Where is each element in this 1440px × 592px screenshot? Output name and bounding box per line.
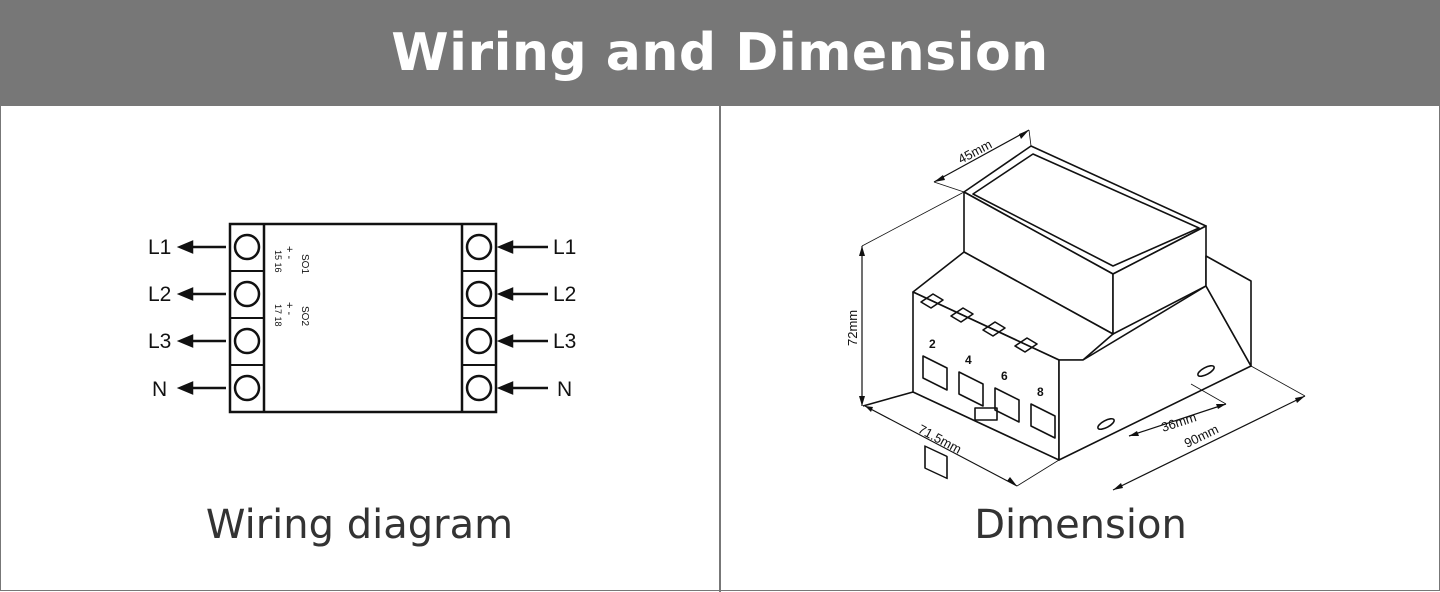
pulse-output-pins: 17 18 xyxy=(273,304,283,327)
wiring-caption: Wiring diagram xyxy=(205,502,514,548)
dimension-caption: Dimension xyxy=(974,502,1187,548)
page-title: Wiring and Dimension xyxy=(391,23,1049,83)
dimension-arrowheads xyxy=(859,130,1305,490)
terminal-opening xyxy=(924,445,948,480)
terminal-opening xyxy=(1030,403,1056,439)
svg-text:+ -: + - xyxy=(283,302,295,315)
clip xyxy=(982,321,1006,337)
right-terminal-label: L1 xyxy=(553,236,576,259)
left-terminal-label: L1 xyxy=(148,236,171,259)
right-arrows xyxy=(496,240,548,395)
svg-text:+ -: + - xyxy=(283,246,295,259)
panel-divider xyxy=(719,106,721,592)
clip xyxy=(920,293,944,309)
terminal-screw xyxy=(233,280,261,308)
terminal-number: 2 xyxy=(929,337,936,351)
meter-body xyxy=(228,222,498,414)
right-terminal-label: N xyxy=(557,378,572,401)
terminal-opening xyxy=(958,371,984,407)
terminal-number: 4 xyxy=(965,353,972,367)
terminal-number: 8 xyxy=(1037,385,1044,399)
terminal-screw xyxy=(465,233,493,261)
dimension-width-label: 45mm xyxy=(955,136,994,166)
pulse-output-pins: 15 16 xyxy=(273,250,283,273)
terminal-screw xyxy=(233,233,261,261)
dimension-panel: 2 4 6 8 xyxy=(721,106,1440,592)
pulse-output-name: SO2 xyxy=(299,306,310,326)
right-terminal-label: L3 xyxy=(553,330,576,353)
dimension-height-label: 72mm xyxy=(845,310,860,346)
bottom-tab xyxy=(974,407,998,421)
terminal-screw xyxy=(233,327,261,355)
top-cover-inner xyxy=(972,153,1200,267)
clip xyxy=(950,307,974,323)
pulse-output-name: SO1 xyxy=(299,254,310,274)
wiring-panel: L1 L2 L3 N L1 L2 L3 N SO1 + - 15 16 SO2 … xyxy=(0,106,719,592)
terminal-screw xyxy=(465,327,493,355)
terminal-number: 6 xyxy=(1001,369,1008,383)
pulse-output-so2: SO2 + - 17 18 xyxy=(273,302,310,327)
pulse-output-so1: SO1 + - 15 16 xyxy=(273,246,310,274)
terminal-opening xyxy=(922,355,948,391)
left-terminal-label: L3 xyxy=(148,330,171,353)
dimension-lines xyxy=(861,129,1306,491)
page-header: Wiring and Dimension xyxy=(0,0,1440,106)
left-terminal-label: L2 xyxy=(148,283,171,306)
terminal-screw xyxy=(465,374,493,402)
terminal-screw xyxy=(465,280,493,308)
clip xyxy=(1014,337,1038,353)
terminal-opening xyxy=(994,387,1020,423)
right-terminal-label: L2 xyxy=(553,283,576,306)
left-terminal-label: N xyxy=(152,378,167,401)
terminal-screw xyxy=(233,374,261,402)
dimension-drawing: 2 4 6 8 xyxy=(845,129,1306,491)
left-arrows xyxy=(176,240,226,395)
dimension-depth-label: 71.5mm xyxy=(916,421,965,456)
wiring-diagram: L1 L2 L3 N L1 L2 L3 N SO1 + - 15 16 SO2 … xyxy=(148,222,576,414)
